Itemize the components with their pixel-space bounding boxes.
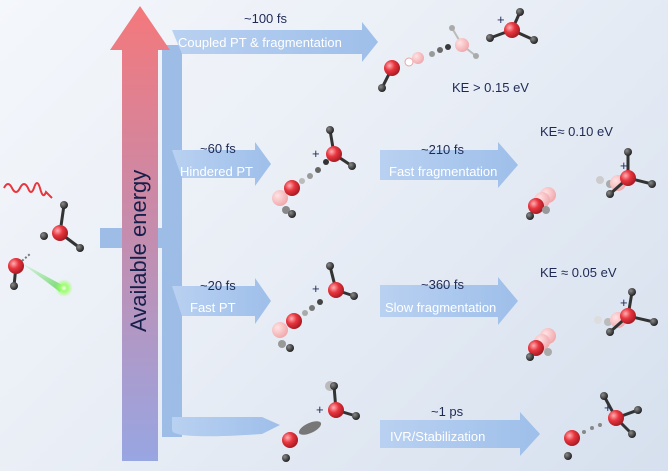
plus-sign: +	[316, 402, 324, 417]
plus-sign: +	[497, 12, 505, 27]
initial-dimer	[3, 182, 84, 297]
green-glow-icon	[55, 279, 73, 297]
label-time-fastpt: ~20 fs	[200, 278, 236, 293]
plus-sign: +	[620, 295, 628, 310]
branch-arrows	[100, 22, 540, 456]
label-ke-fastfrag: KE≈ 0.10 eV	[540, 124, 613, 139]
plus-sign: +	[604, 400, 612, 415]
energy-arrow: Available energy	[110, 6, 170, 461]
label-time-fastfrag: ~210 fs	[421, 142, 465, 157]
green-beam-icon	[20, 262, 64, 292]
label-time-coupled: ~100 fs	[244, 11, 288, 26]
molecule-coupled: +	[378, 8, 538, 92]
label-ke-coupled: KE > 0.15 eV	[452, 80, 529, 95]
molecule-fastfrag: +	[526, 148, 656, 220]
arrow-ivr	[380, 412, 540, 456]
molecule-fastpt: +	[272, 262, 358, 352]
molecule-slowfrag: +	[526, 288, 658, 361]
molecule-stabilized: +	[564, 392, 642, 460]
label-time-hindered: ~60 fs	[200, 141, 236, 156]
label-process-hindered: Hindered PT	[180, 164, 253, 179]
plus-sign: +	[620, 158, 628, 173]
label-time-slowfrag: ~360 fs	[421, 277, 465, 292]
molecule-hindered: +	[272, 126, 356, 218]
branch-arrow-fast-pt	[172, 278, 271, 324]
arrow-fast-frag	[380, 142, 518, 188]
laser-wave-icon	[3, 182, 53, 199]
energy-axis-label: Available energy	[126, 170, 151, 332]
branch-arrow-top	[172, 22, 378, 62]
label-process-fastpt: Fast PT	[190, 300, 236, 315]
label-process-slowfrag: Slow fragmentation	[385, 300, 496, 315]
branch-arrow-hindered	[172, 142, 271, 186]
label-time-ivr: ~1 ps	[431, 404, 464, 419]
label-ke-slowfrag: KE ≈ 0.05 eV	[540, 265, 617, 280]
label-process-fastfrag: Fast fragmentation	[389, 164, 497, 179]
molecule-ivr-intermediate: +	[282, 381, 360, 462]
label-process-ivr: IVR/Stabilization	[390, 429, 485, 444]
arrow-slow-frag	[380, 277, 518, 325]
label-process-coupled: Coupled PT & fragmentation	[178, 35, 342, 50]
labels: ~100 fs Coupled PT & fragmentation KE > …	[178, 11, 617, 444]
branch-arrow-bottom	[172, 417, 280, 437]
plus-sign: +	[312, 146, 320, 161]
plus-sign: +	[312, 281, 320, 296]
